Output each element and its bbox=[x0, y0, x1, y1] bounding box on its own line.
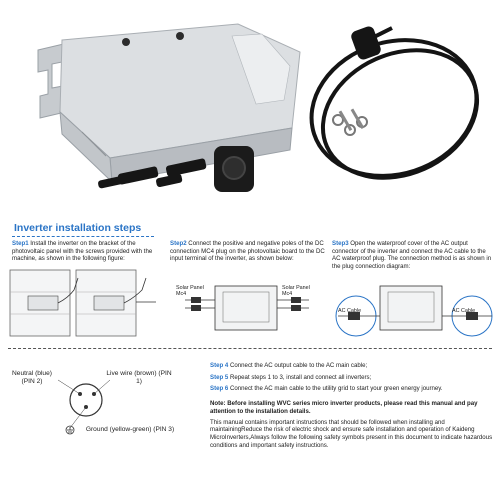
live-pin-label: Live wire (brown) (PIN 1) bbox=[106, 370, 172, 385]
step2-text: Step2 Connect the positive and negative … bbox=[170, 240, 325, 263]
step3-body: Open the waterproof cover of the AC outp… bbox=[332, 240, 492, 270]
cable-plug bbox=[351, 26, 381, 60]
step5-line: Step 5 Repeat steps 1 to 3, install and … bbox=[210, 373, 372, 381]
installation-note: Note: Before installing WVC series micro… bbox=[210, 400, 494, 450]
section-title: Inverter installation steps bbox=[14, 222, 142, 234]
ground-pin-label: Ground (yellow-green) (PIN 3) bbox=[85, 426, 175, 433]
step4-line: Step 4 Connect the AC output cable to th… bbox=[210, 362, 368, 369]
note-body: This manual contains important instructi… bbox=[210, 418, 493, 449]
ac-connection-diagram bbox=[335, 285, 493, 337]
ground-icon bbox=[65, 425, 75, 435]
screw-kit bbox=[332, 108, 368, 136]
note-bold: Note: Before installing WVC series micro… bbox=[210, 400, 478, 415]
step3-label: Step3 bbox=[332, 240, 349, 247]
ac-right-label: AC Cable bbox=[452, 308, 476, 314]
panel-bracket-diagram bbox=[9, 269, 156, 337]
ac-connector bbox=[214, 146, 254, 192]
section-divider bbox=[8, 348, 492, 349]
step1-body: Install the inverter on the bracket of t… bbox=[12, 240, 153, 263]
later-steps: Step 4 Connect the AC output cable to th… bbox=[210, 360, 494, 395]
coiled-ac-cable bbox=[309, 26, 480, 180]
step3-text: Step3 Open the waterproof cover of the A… bbox=[332, 240, 494, 270]
neutral-pin-label: Neutral (blue) (PIN 2) bbox=[12, 370, 52, 385]
dc-left-label: Solar Panel Mc4 bbox=[176, 285, 204, 297]
mc4-connector bbox=[156, 158, 207, 188]
step1-label: Step1 bbox=[12, 240, 29, 247]
step6-line: Step 6 Connect the AC main cable to the … bbox=[210, 385, 443, 392]
title-underline bbox=[12, 236, 154, 237]
plug-pin-diagram bbox=[57, 379, 111, 435]
dc-right-label: Solar Panel Mc4 bbox=[282, 285, 310, 297]
product-photo bbox=[37, 23, 480, 192]
dc-connection-diagram bbox=[185, 285, 309, 331]
step2-label: Step2 bbox=[170, 240, 187, 247]
product-label bbox=[231, 33, 291, 105]
mc4-connector bbox=[98, 166, 159, 189]
step2-body: Connect the positive and negative poles … bbox=[170, 240, 325, 263]
ac-left-label: AC Cable bbox=[338, 308, 362, 314]
step1-text: Step1 Install the inverter on the bracke… bbox=[12, 240, 158, 263]
